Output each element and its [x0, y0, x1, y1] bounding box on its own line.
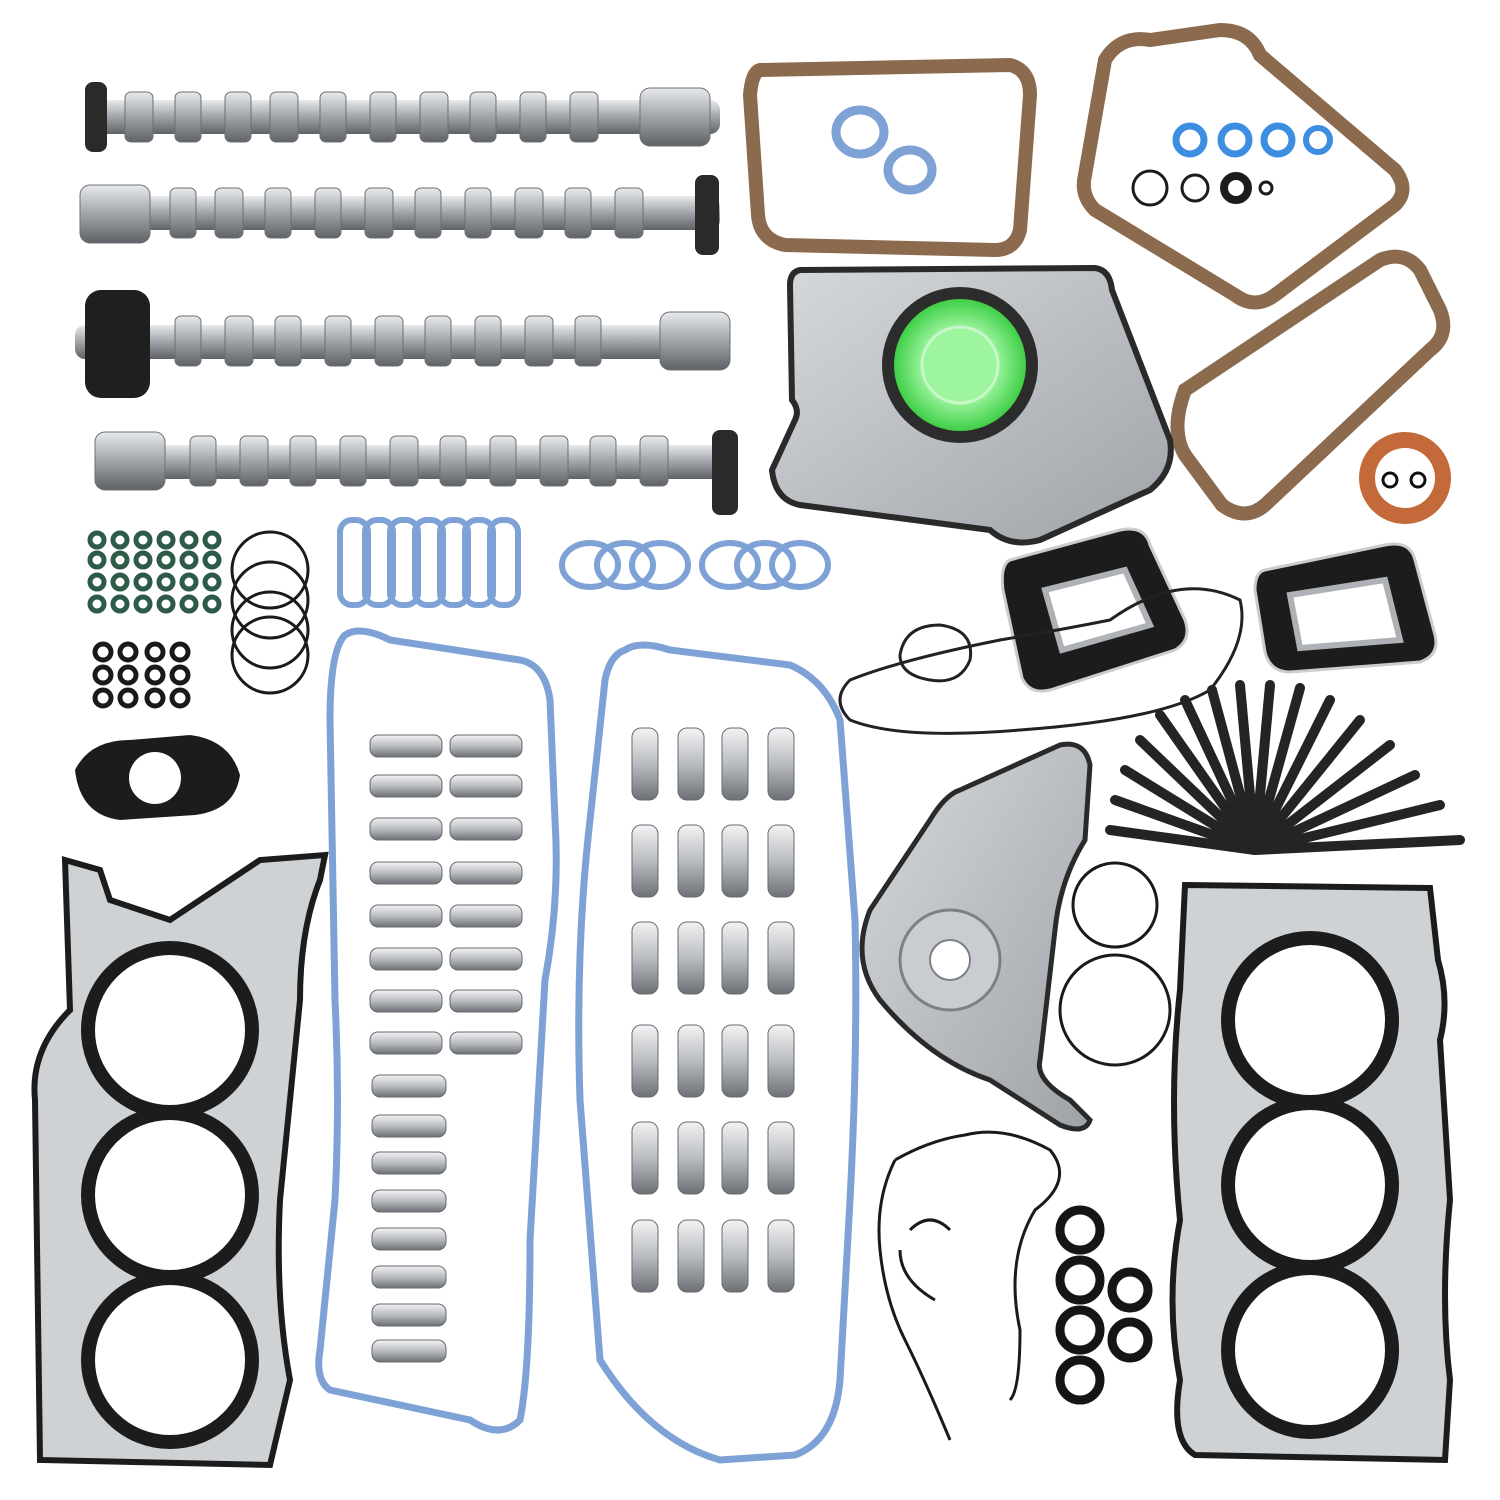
black-oring-grid [92, 641, 191, 709]
cork-gasket-group [742, 22, 1451, 521]
head-bolt-fan [1105, 680, 1465, 855]
small-loop-gasket [898, 623, 973, 683]
head-gasket-left [31, 851, 329, 1469]
head-gasket-right [1169, 881, 1454, 1464]
rocker-arm-group [631, 727, 795, 1293]
crank-seal [1359, 432, 1451, 524]
large-oring-stack [230, 530, 310, 695]
timing-cover-gasket [838, 587, 1244, 735]
camshaft [85, 82, 720, 152]
intake-port-gaskets [337, 517, 831, 608]
valve-cover-gasket-left [315, 627, 560, 1434]
large-oring [1058, 953, 1172, 1067]
camshaft-group [75, 82, 738, 515]
cork-gasket [742, 57, 1038, 258]
injector-seal-grid [87, 530, 222, 614]
large-oring [1071, 861, 1159, 949]
lifter-group [369, 734, 523, 1363]
seal-rings [831, 105, 1333, 207]
cork-gasket [1170, 249, 1451, 521]
rear-main-seal-plate [768, 264, 1174, 546]
camshaft [94, 430, 738, 515]
seal-cluster [1055, 1205, 1153, 1405]
cork-gasket [1076, 22, 1410, 310]
timing-cover-wire-gasket [877, 1130, 1061, 1441]
valve-cover-gasket-right [575, 641, 860, 1464]
camshaft [79, 175, 720, 255]
camshaft [75, 290, 731, 398]
exhaust-gasket-group [1000, 527, 1438, 693]
